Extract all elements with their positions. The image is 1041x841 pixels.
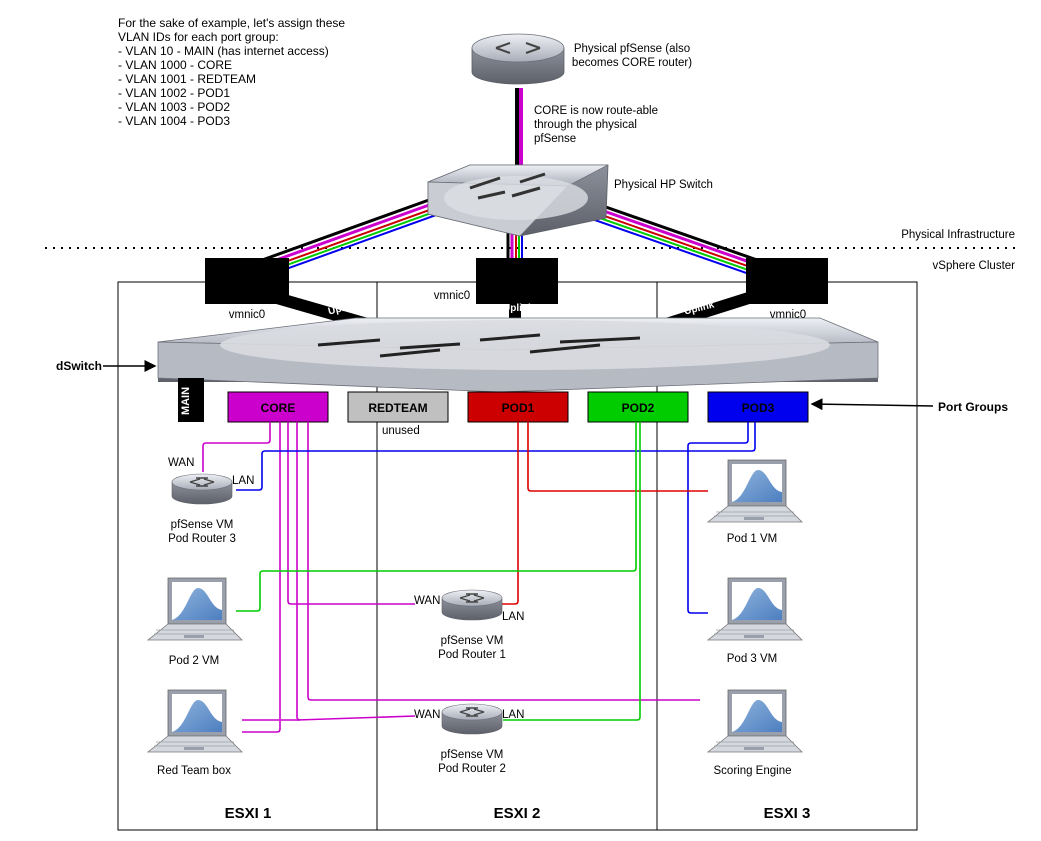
pod1-vm-label: Pod 1 VM xyxy=(726,533,778,545)
router3-wan-label: WAN xyxy=(168,457,195,469)
portgroup-core-box xyxy=(227,391,329,423)
portgroup-main-box xyxy=(178,378,204,422)
vlan-notes: For the sake of example, let's assign th… xyxy=(118,16,345,128)
router3-label-line1: pfSense VM xyxy=(170,519,234,531)
pod-router-2-icon xyxy=(441,703,503,735)
portgroup-pod3-label: POD3 xyxy=(741,401,775,415)
router1-label-line1: pfSense VM xyxy=(440,635,504,647)
esxi3-label: ESXI 3 xyxy=(763,805,811,822)
pod1-vm-laptop-icon xyxy=(707,459,803,523)
red-team-laptop-icon xyxy=(147,689,243,753)
pod2-vm-laptop-icon xyxy=(147,577,243,641)
router2-lan-label: LAN xyxy=(502,709,525,721)
pod3-vm-laptop-icon xyxy=(707,577,803,641)
physical-pfsense-label-line1: Physical pfSense (also xyxy=(573,43,691,55)
portgroup-pod3-box xyxy=(707,391,809,423)
router1-label: pfSense VM Pod Router 1 xyxy=(422,634,522,662)
router2-label-line1: pfSense VM xyxy=(440,749,504,761)
port-groups-arrow xyxy=(810,398,934,411)
vmnic-right-box xyxy=(746,258,828,304)
router3-label-line2: Pod Router 3 xyxy=(168,533,236,545)
portgroup-redteam-label: REDTEAM xyxy=(368,401,428,415)
vlan-note-line: - VLAN 1003 - POD2 xyxy=(118,100,231,114)
portgroup-pod2-label: POD2 xyxy=(621,401,655,415)
redteam-unused-label: unused xyxy=(382,425,420,437)
vlan-note-line: For the sake of example, let's assign th… xyxy=(118,16,346,30)
port-groups-label: Port Groups xyxy=(938,400,1009,414)
trunk-cable-right xyxy=(571,196,781,283)
portgroup-pod1-label: POD1 xyxy=(501,401,535,415)
router2-wan-label: WAN xyxy=(414,709,441,721)
vmnic-left-label: vmnic0 xyxy=(228,309,266,321)
pod-router-1-icon xyxy=(441,589,503,621)
vlan-note-line: - VLAN 10 - MAIN (has internet access) xyxy=(118,44,329,58)
vsphere-cluster-label: vSphere Cluster xyxy=(932,260,1015,272)
hp-switch-label: Physical HP Switch xyxy=(614,179,713,191)
esxi1-label: ESXI 1 xyxy=(224,805,272,822)
vlan-note-line: - VLAN 1001 - REDTEAM xyxy=(118,72,257,86)
router2-label-line2: Pod Router 2 xyxy=(438,763,506,775)
dswitch-label: dSwitch xyxy=(56,359,103,373)
physical-pfsense-router-icon xyxy=(471,33,565,85)
scoring-engine-laptop-icon xyxy=(707,689,803,753)
pod-router-3-icon xyxy=(171,473,233,505)
dswitch-icon xyxy=(157,317,879,393)
hp-switch-icon xyxy=(427,164,609,237)
pod1-cables xyxy=(502,422,708,605)
vmnic-center-label: vmnic0 xyxy=(433,290,471,302)
core-note-line2: through the physical xyxy=(534,119,637,131)
core-note-line1: CORE is now route-able xyxy=(534,105,658,117)
core-routeable-note: CORE is now route-able through the physi… xyxy=(534,104,658,146)
esxi2-label: ESXI 2 xyxy=(493,805,541,822)
vlan-note-line: - VLAN 1000 - CORE xyxy=(118,58,233,72)
router1-lan-label: LAN xyxy=(502,611,525,623)
scoring-engine-label: Scoring Engine xyxy=(713,765,792,777)
pod3-vm-label: Pod 3 VM xyxy=(726,653,778,665)
vlan-note-line: - VLAN 1004 - POD3 xyxy=(118,114,231,128)
router1-label-line2: Pod Router 1 xyxy=(438,649,506,661)
vmnic-center-box xyxy=(476,258,558,304)
vlan-note-line: VLAN IDs for each port group: xyxy=(118,30,279,44)
pod2-cables xyxy=(236,422,641,721)
portgroup-core-label: CORE xyxy=(260,401,296,415)
core-note-line3: pfSense xyxy=(534,133,577,145)
portgroup-pod1-box xyxy=(467,391,569,423)
core-cables xyxy=(202,422,700,733)
router1-wan-label: WAN xyxy=(414,595,441,607)
router2-label: pfSense VM Pod Router 2 xyxy=(422,748,522,776)
vmnic-left-box xyxy=(205,258,289,304)
vlan-note-line: - VLAN 1002 - POD1 xyxy=(118,86,231,100)
portgroup-main-label: MAIN xyxy=(180,386,193,416)
physical-infrastructure-label: Physical Infrastructure xyxy=(901,229,1015,241)
pod2-vm-label: Pod 2 VM xyxy=(168,655,220,667)
vmnic-right-label: vmnic0 xyxy=(769,309,807,321)
router3-lan-label: LAN xyxy=(232,475,255,487)
portgroup-pod2-box xyxy=(587,391,689,423)
physical-pfsense-label: Physical pfSense (also becomes CORE rout… xyxy=(562,42,702,70)
pod3-cables xyxy=(236,422,756,614)
red-team-box-label: Red Team box xyxy=(157,765,231,777)
router3-label: pfSense VM Pod Router 3 xyxy=(152,518,252,546)
uplink-center-label: Uplink xyxy=(503,303,534,314)
portgroup-redteam-box xyxy=(347,391,449,423)
physical-pfsense-label-line2: becomes CORE router) xyxy=(571,57,693,69)
